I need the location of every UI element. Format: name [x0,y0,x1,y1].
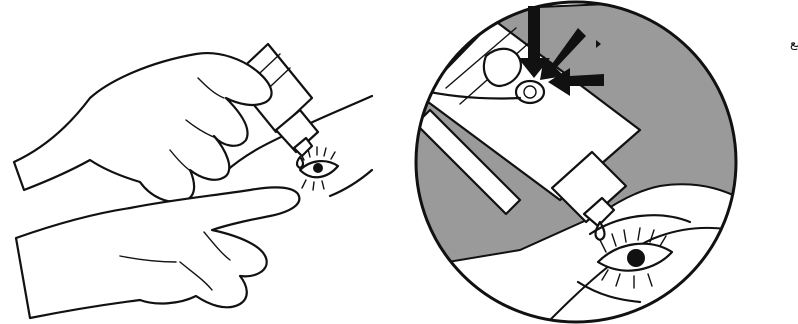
magnified-view [400,0,760,324]
nose-line [330,170,372,196]
callout-label: منطقة قابلة للضغط بالإصبع [790,36,798,51]
left-illustration [14,44,372,318]
lower-hand [16,187,299,318]
drop-icon [297,157,303,168]
upper-hand [14,53,272,202]
pressure-area [516,81,544,103]
